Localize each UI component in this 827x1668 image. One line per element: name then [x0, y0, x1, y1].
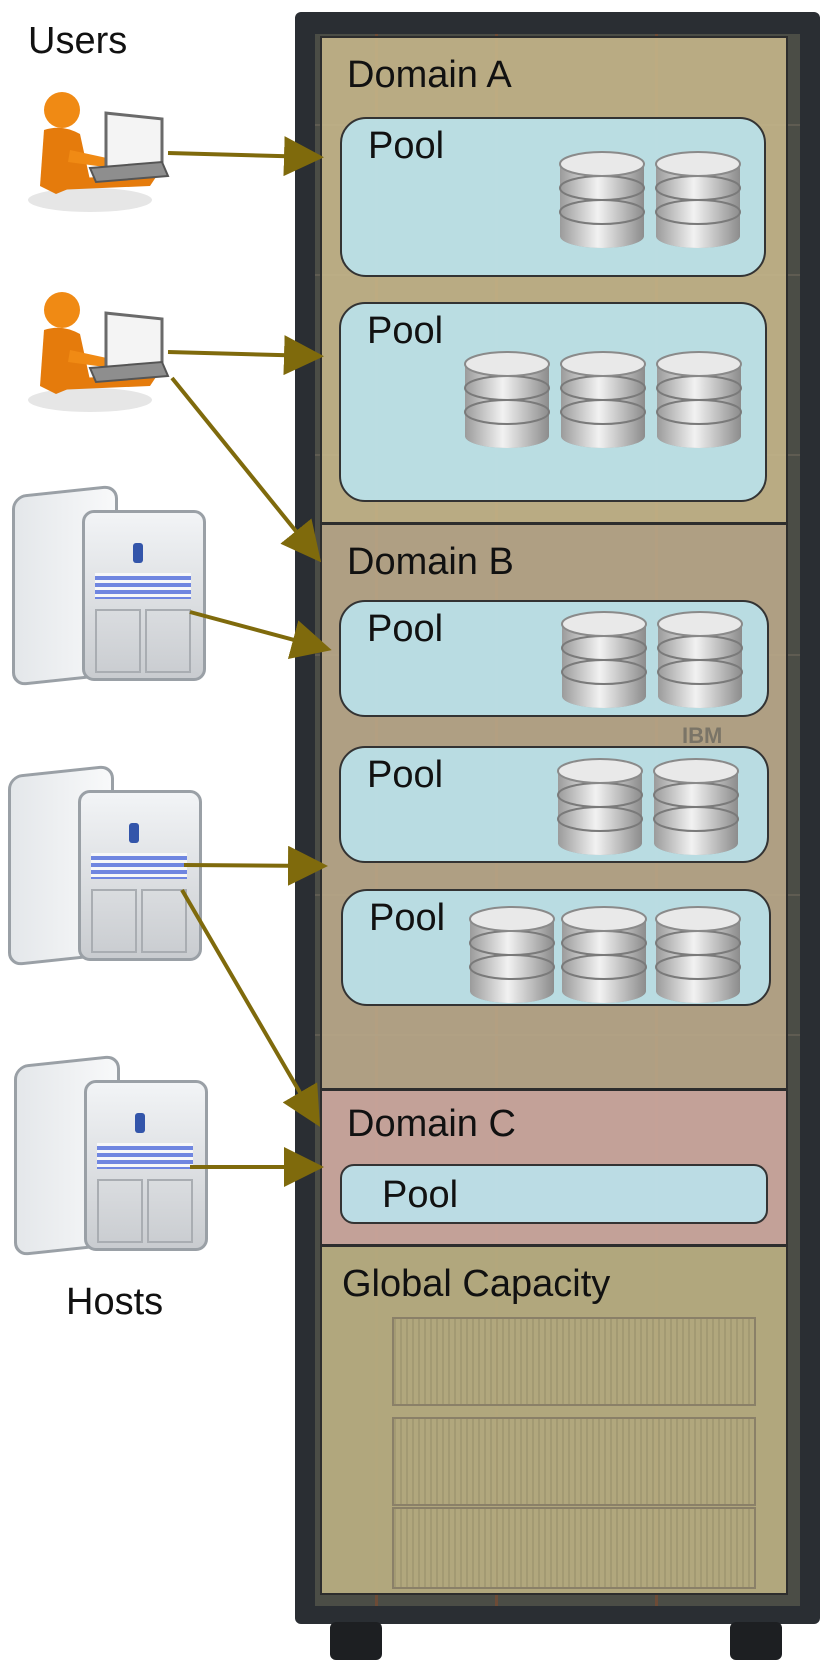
users-label: Users — [28, 20, 128, 62]
global-capacity: Global Capacity — [320, 1245, 788, 1595]
server-tower-icon — [14, 1054, 208, 1260]
domain-c-label: Domain C — [347, 1103, 516, 1145]
domain-a-label: Domain A — [347, 54, 512, 96]
arrow-host1-pool3 — [189, 610, 332, 660]
user-laptop-icon — [28, 292, 170, 412]
hosts-label: Hosts — [66, 1281, 164, 1323]
global-capacity-label: Global Capacity — [342, 1263, 611, 1305]
arrow-host2-domainc — [180, 888, 321, 1127]
pool-label: Pool — [382, 1174, 459, 1216]
pool-label: Pool — [368, 125, 445, 167]
arrow-user2-pool2 — [167, 335, 324, 376]
arrow-user2-domainb — [170, 376, 322, 563]
user-laptop-icon — [28, 92, 170, 212]
domain-b-label: Domain B — [347, 541, 514, 583]
rack-foot — [330, 1622, 382, 1660]
pool: Pool — [340, 1164, 768, 1224]
pool-label: Pool — [367, 754, 444, 796]
rack-foot — [730, 1622, 782, 1660]
pool-label: Pool — [367, 310, 444, 352]
pool-label: Pool — [367, 608, 444, 650]
server-tower-icon — [12, 484, 206, 690]
pool-label: Pool — [369, 897, 446, 939]
arrow-host2-pool4 — [183, 845, 328, 886]
rack-brand: IBM — [682, 723, 723, 748]
arrow-user1-pool1 — [167, 136, 324, 177]
server-tower-icon — [8, 764, 202, 970]
